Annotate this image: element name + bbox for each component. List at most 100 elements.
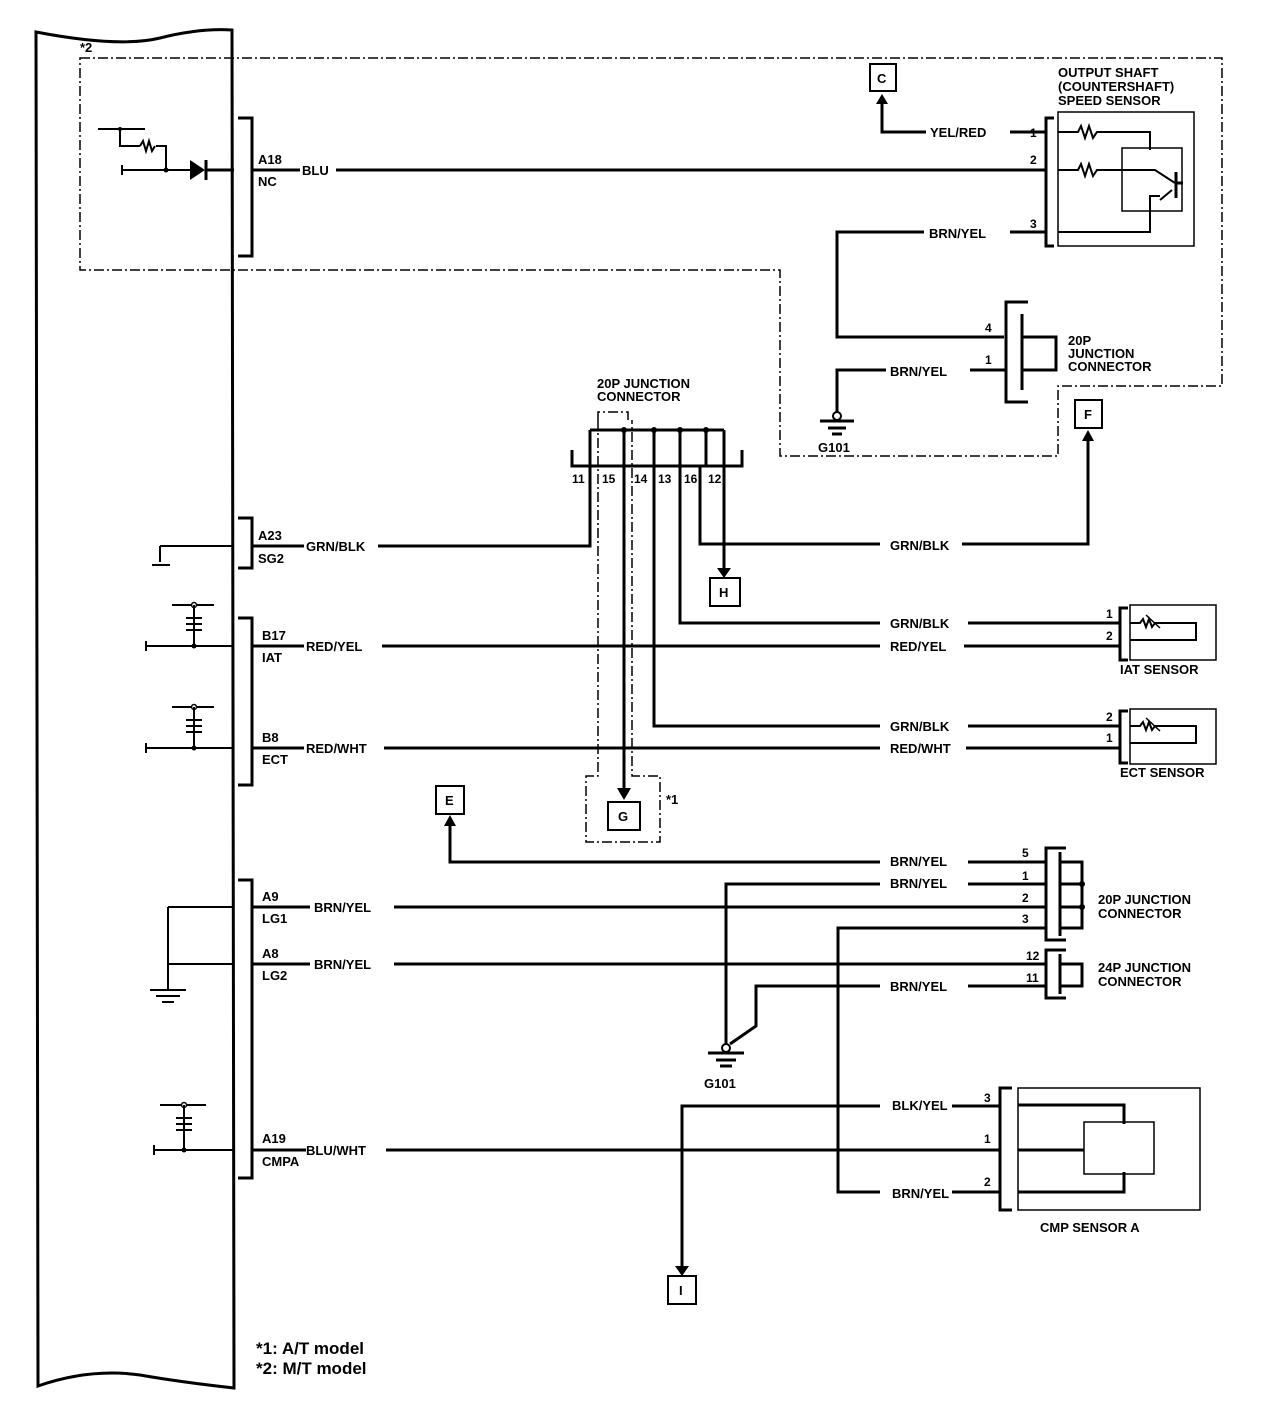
svg-text:2: 2 bbox=[1030, 153, 1037, 167]
connector-g-box bbox=[607, 801, 641, 831]
svg-text:14: 14 bbox=[634, 472, 648, 486]
ecm-connector-a23 bbox=[238, 516, 254, 570]
connector-h-label: H bbox=[719, 585, 728, 600]
svg-text:13: 13 bbox=[658, 472, 672, 486]
svg-text:2: 2 bbox=[1106, 629, 1113, 643]
wire-brn-yel-e bbox=[448, 826, 880, 864]
svg-text:3: 3 bbox=[1030, 217, 1037, 231]
svg-text:1: 1 bbox=[984, 1132, 991, 1146]
wire-label-blu-wht: BLU/WHT bbox=[306, 1143, 366, 1158]
svg-text:CONNECTOR: CONNECTOR bbox=[1068, 359, 1152, 374]
svg-text:2: 2 bbox=[1106, 710, 1113, 724]
wire-label-brn-yel-g101: BRN/YEL bbox=[890, 364, 947, 379]
ecm-connector-a18 bbox=[238, 116, 254, 258]
sg2-ground-wire bbox=[159, 545, 234, 562]
ground-g101-top-label: G101 bbox=[818, 440, 850, 455]
terminal-b8-name: ECT bbox=[262, 752, 288, 767]
wire-label-red-wht-b8: RED/WHT bbox=[306, 741, 367, 756]
terminal-b17-pin: B17 bbox=[262, 628, 286, 643]
svg-text:CONNECTOR: CONNECTOR bbox=[1098, 906, 1182, 921]
terminal-a9-pin: A9 bbox=[262, 889, 279, 904]
wire-label-brn-yel-a8: BRN/YEL bbox=[314, 957, 371, 972]
svg-text:2: 2 bbox=[984, 1175, 991, 1189]
junction-connector-24p: 12 11 24P JUNCTION CONNECTOR bbox=[1026, 948, 1191, 1000]
wire-brn-yel-g101 bbox=[835, 368, 886, 412]
iat-sensor: 1 2 IAT SENSOR bbox=[1106, 604, 1217, 677]
ect-filter-circuit bbox=[145, 703, 234, 753]
wire-label-brn-yel-cmp: BRN/YEL bbox=[892, 1186, 949, 1201]
connector-c-box bbox=[869, 63, 897, 92]
terminal-a18-pin: A18 bbox=[258, 152, 282, 167]
terminal-b17-name: IAT bbox=[262, 650, 282, 665]
ecm-outline bbox=[34, 28, 236, 1390]
wire-grn-blk-f bbox=[962, 440, 1090, 546]
legend-mt-model: *2: M/T model bbox=[256, 1359, 367, 1378]
terminal-a9-name: LG1 bbox=[262, 911, 287, 926]
svg-text:20P: 20P bbox=[1068, 333, 1091, 348]
svg-text:1: 1 bbox=[1022, 869, 1029, 883]
wire-label-grn-blk-ect: GRN/BLK bbox=[890, 719, 950, 734]
lg-ground-wires bbox=[167, 906, 234, 990]
output-shaft-speed-sensor: OUTPUT SHAFT (COUNTERSHAFT) SPEED SENSOR… bbox=[1030, 65, 1195, 248]
connector-g-label: G bbox=[618, 809, 628, 824]
svg-text:15: 15 bbox=[602, 472, 616, 486]
cmp-sensor-a: 3 1 2 CMP SENSOR A bbox=[984, 1086, 1201, 1235]
svg-text:3: 3 bbox=[984, 1091, 991, 1105]
wire-label-grn-blk-iat: GRN/BLK bbox=[890, 616, 950, 631]
wire-label-red-yel-b17: RED/YEL bbox=[306, 639, 362, 654]
junction-connector-20p-lower: 5 1 2 3 20P JUNCTION CONNECTOR bbox=[1022, 846, 1191, 942]
wire-label-blk-yel: BLK/YEL bbox=[892, 1098, 948, 1113]
connector-i-label: I bbox=[679, 1283, 683, 1298]
wire-grn-blk-ect bbox=[652, 466, 880, 728]
ect-sensor: 2 1 ECT SENSOR bbox=[1106, 708, 1217, 780]
connector-e-label: E bbox=[445, 793, 454, 808]
wire-brn-yel-oss bbox=[835, 230, 1004, 339]
wire-label-blu: BLU bbox=[302, 163, 329, 178]
svg-text:12: 12 bbox=[1026, 949, 1040, 963]
connector-c-label: C bbox=[877, 71, 887, 86]
svg-text:12: 12 bbox=[708, 472, 722, 486]
wire-brn-yel-g101-lower bbox=[724, 882, 880, 1044]
svg-text:CMP SENSOR A: CMP SENSOR A bbox=[1040, 1220, 1140, 1235]
legend-at-model: *1: A/T model bbox=[256, 1339, 364, 1358]
terminal-a23-name: SG2 bbox=[258, 551, 284, 566]
svg-text:(COUNTERSHAFT): (COUNTERSHAFT) bbox=[1058, 79, 1174, 94]
wire-brn-yel-cmp bbox=[836, 926, 1046, 1194]
diode-circuit bbox=[98, 127, 234, 180]
svg-text:24P JUNCTION: 24P JUNCTION bbox=[1098, 960, 1191, 975]
connector-h-box bbox=[709, 577, 741, 607]
svg-text:CONNECTOR: CONNECTOR bbox=[597, 389, 681, 404]
svg-text:1: 1 bbox=[1106, 731, 1113, 745]
wire-label-red-yel-iat: RED/YEL bbox=[890, 639, 946, 654]
connector-i-box bbox=[667, 1275, 697, 1305]
at-note-mark: *1 bbox=[666, 792, 678, 807]
connector-e-box bbox=[435, 785, 465, 815]
svg-text:20P JUNCTION: 20P JUNCTION bbox=[1098, 892, 1191, 907]
terminal-a19-pin: A19 bbox=[262, 1131, 286, 1146]
wire-label-yel-red: YEL/RED bbox=[930, 125, 986, 140]
svg-text:SPEED SENSOR: SPEED SENSOR bbox=[1058, 93, 1161, 108]
wire-grn-blk-a23 bbox=[378, 466, 592, 548]
wire-label-grn-blk-a23: GRN/BLK bbox=[306, 539, 366, 554]
svg-text:11: 11 bbox=[1026, 971, 1039, 985]
mt-model-boundary bbox=[79, 57, 1223, 457]
wire-label-brn-yel-pin5: BRN/YEL bbox=[890, 854, 947, 869]
svg-text:20P JUNCTION: 20P JUNCTION bbox=[597, 376, 690, 391]
wire-label-brn-yel-oss: BRN/YEL bbox=[929, 226, 986, 241]
terminal-a8-name: LG2 bbox=[262, 968, 287, 983]
mt-note-mark: *2 bbox=[80, 40, 92, 55]
svg-text:ECT SENSOR: ECT SENSOR bbox=[1120, 765, 1205, 780]
wire-blk-yel bbox=[680, 1104, 880, 1266]
connector-f-label: F bbox=[1084, 407, 1092, 422]
wire-label-brn-yel-a9: BRN/YEL bbox=[314, 900, 371, 915]
cmpa-filter-circuit bbox=[153, 1101, 234, 1155]
ecm-connector-b bbox=[238, 616, 254, 787]
terminal-a19-name: CMPA bbox=[262, 1154, 300, 1169]
terminal-b8-pin: B8 bbox=[262, 730, 279, 745]
terminal-a23-pin: A23 bbox=[258, 528, 282, 543]
ground-g101-lower-label: G101 bbox=[704, 1076, 736, 1091]
svg-text:3: 3 bbox=[1022, 912, 1029, 926]
junction-connector-20p-center: 20P JUNCTION CONNECTOR 11 15 14 13 16 12 bbox=[570, 376, 744, 486]
svg-text:1: 1 bbox=[985, 353, 992, 367]
